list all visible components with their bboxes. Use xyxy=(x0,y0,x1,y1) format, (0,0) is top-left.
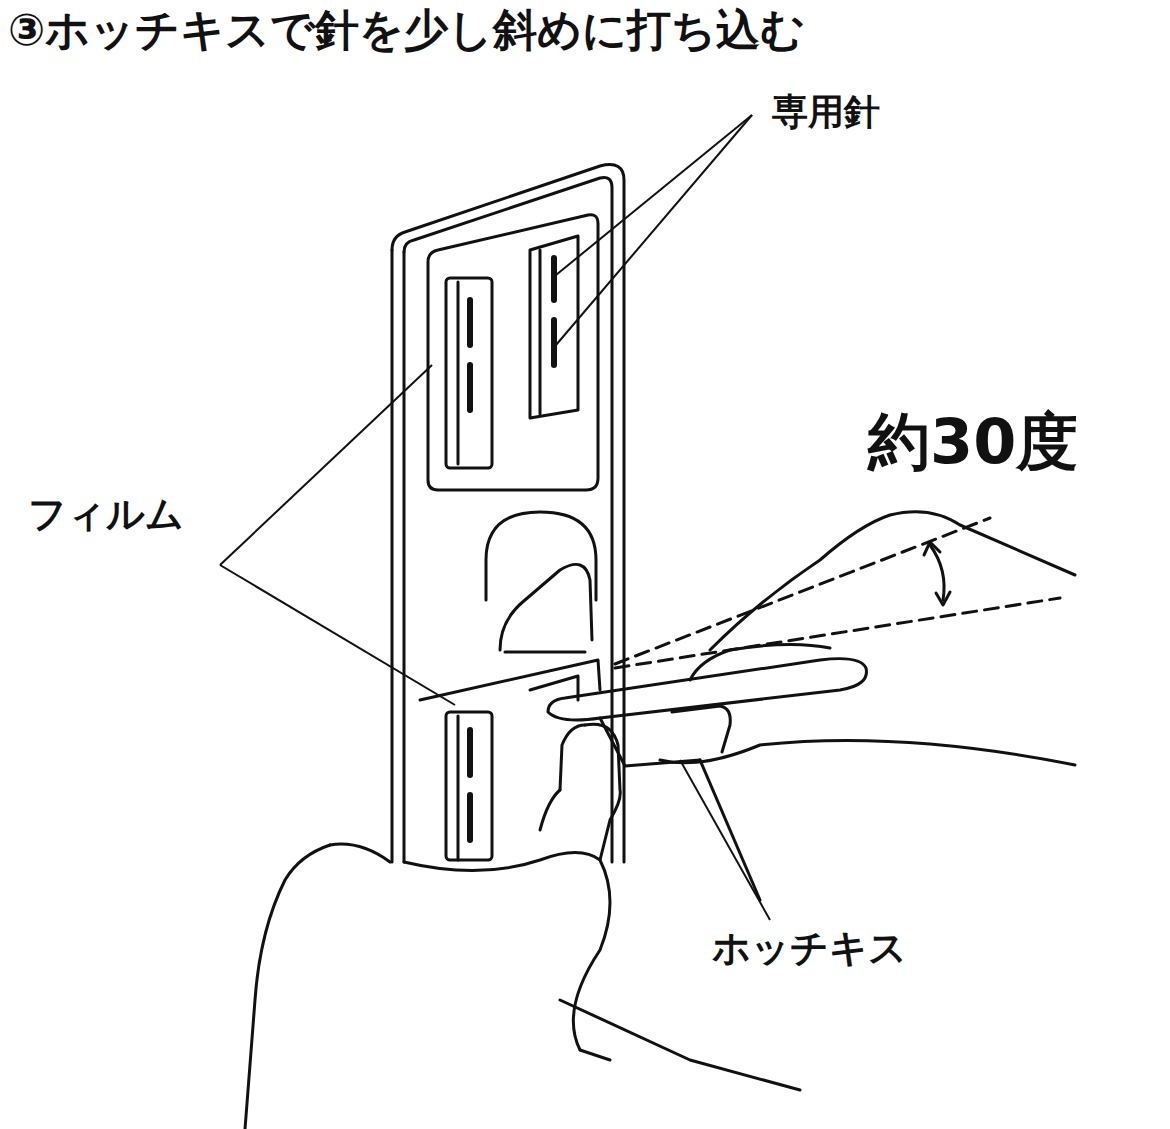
step-title: ③ホッチキスで針を少し斜めに打ち込む xyxy=(8,6,805,54)
angle-label: 約30度 xyxy=(868,408,1078,476)
part-label: ホッチキス xyxy=(712,928,907,970)
part-label: 専用針 xyxy=(772,92,880,132)
part-label: フィルム xyxy=(28,494,184,536)
